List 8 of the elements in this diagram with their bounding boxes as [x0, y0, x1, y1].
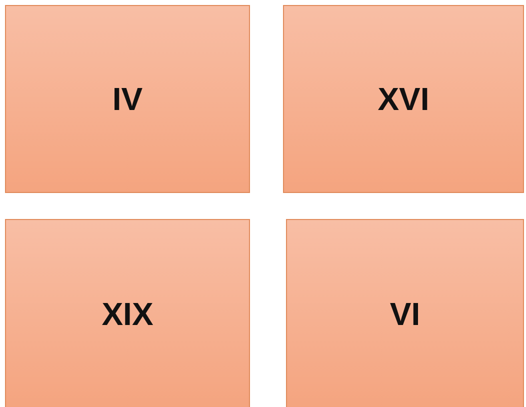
box-label: XVI [378, 80, 430, 118]
process-box [5, 219, 250, 407]
process-box [286, 219, 524, 407]
process-box [283, 5, 524, 193]
box-label: IV [112, 80, 143, 118]
box-label: XIX [102, 296, 154, 332]
process-box [5, 5, 250, 193]
box-label: VI [390, 296, 420, 332]
